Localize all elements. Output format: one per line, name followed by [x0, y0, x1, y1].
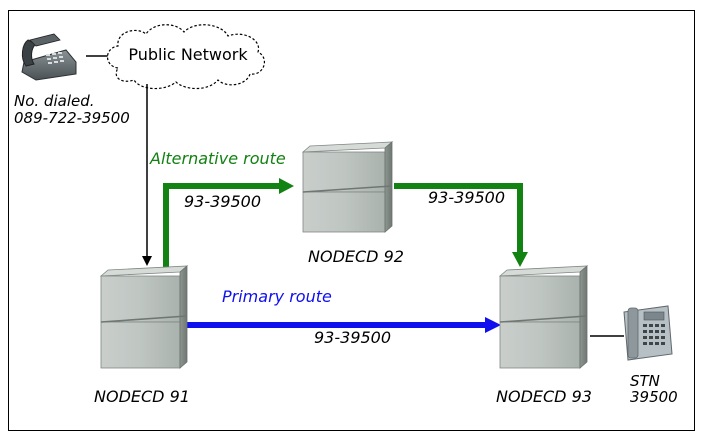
pbx-cabinet-icon: [99, 265, 189, 369]
system-phone-icon: [623, 305, 673, 361]
alt-route-number-in: 93-39500: [184, 192, 261, 211]
node-91-label: NODECD 91: [94, 387, 190, 406]
node-93-label: NODECD 93: [496, 387, 592, 406]
dialed-caption: No. dialed.: [14, 92, 95, 110]
node-92-label: NODECD 92: [308, 247, 404, 266]
primary-route-arrow: [186, 317, 501, 333]
alternative-route-arrow: [163, 178, 528, 272]
primary-route-label: Primary route: [222, 287, 332, 306]
desk-phone-icon: [21, 33, 77, 81]
cloud-label: Public Network: [128, 45, 248, 64]
station-number-label: 39500: [630, 388, 678, 406]
alt-route-number-out: 93-39500: [428, 188, 505, 207]
cloud-icon: [106, 24, 266, 90]
primary-route-number: 93-39500: [314, 328, 391, 347]
alternative-route-label: Alternative route: [149, 149, 286, 168]
station-type-label: STN: [630, 372, 660, 390]
pbx-cabinet-icon: [301, 141, 394, 233]
dialed-number: 089-722-39500: [14, 109, 130, 127]
pbx-cabinet-icon: [498, 265, 589, 369]
